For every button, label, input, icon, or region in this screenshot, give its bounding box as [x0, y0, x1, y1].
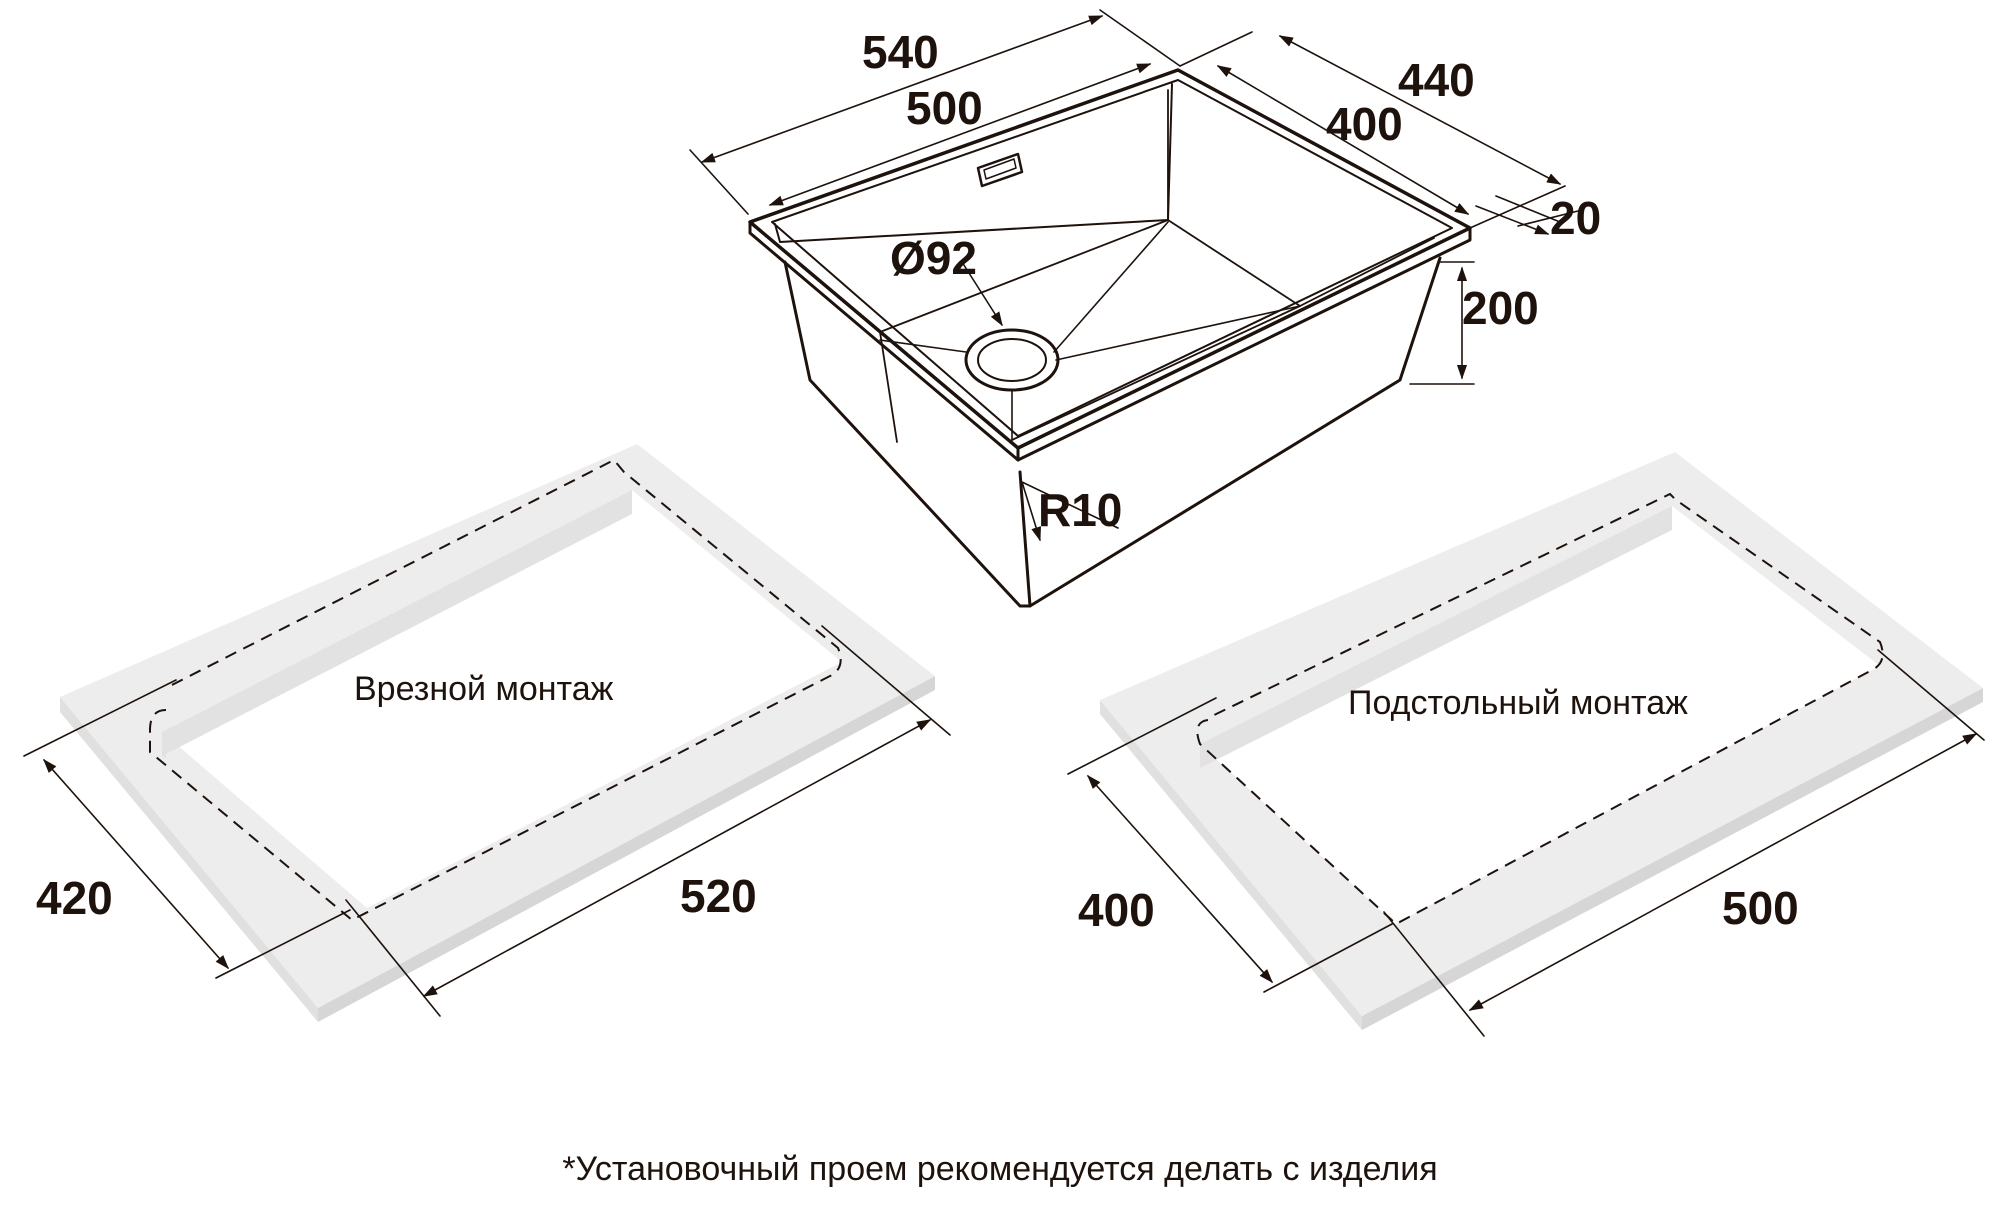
overflow-icon [976, 152, 1024, 188]
sink-dimension-lines [689, 9, 1583, 542]
dim-undermount-depth: 400 [1078, 884, 1155, 936]
dim-inset-depth: 420 [36, 872, 113, 924]
sink-inner-back [774, 83, 1173, 243]
dim-bowl-width: 500 [906, 82, 983, 134]
sink-rim-edge [748, 220, 1472, 462]
dim-inset-width: 520 [680, 870, 757, 922]
dim-drain-diameter: Ø92 [890, 232, 977, 284]
footnote: *Установочный проем рекомендуется делать… [562, 1150, 1437, 1188]
dim-corner-radius: R10 [1038, 484, 1122, 536]
sink-drawing: 540 500 440 400 20 200 Ø92 R10 [689, 9, 1601, 608]
caption-inset: Врезной монтаж [354, 670, 614, 708]
sink-bottom [879, 219, 1301, 441]
sink-body [783, 256, 1442, 608]
dim-height: 200 [1462, 282, 1539, 334]
drain [879, 221, 1301, 441]
caption-undermount: Подстольный монтаж [1348, 684, 1688, 722]
countertop-undermount: Подстольный монтаж 400 500 [1067, 452, 1985, 1037]
dim-outer-depth: 440 [1398, 54, 1475, 106]
countertop-inset: Врезной монтаж 420 520 [23, 444, 951, 1022]
dim-undermount-width: 500 [1722, 882, 1799, 934]
dim-outer-width: 540 [862, 26, 939, 78]
dim-rim: 20 [1550, 192, 1601, 244]
dim-bowl-depth: 400 [1326, 98, 1403, 150]
